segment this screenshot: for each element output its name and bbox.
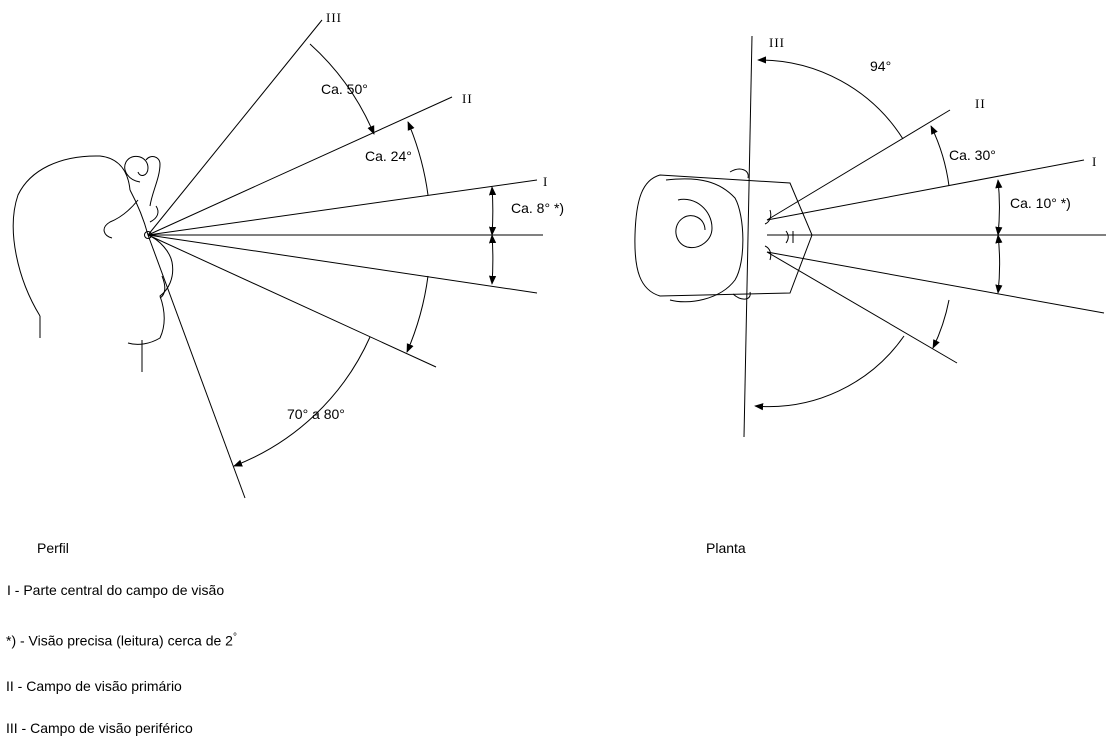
legend-item-ii: II - Campo de visão primário: [6, 678, 182, 694]
profile-angle-i-label: Ca. 8° *): [511, 200, 564, 216]
legend-item-precise: *) - Visão precisa (leitura) cerca de 2°: [6, 632, 237, 649]
plan-label-line-i: I: [1092, 154, 1097, 169]
plan-angle-arcs: [754, 56, 1003, 411]
profile-view: III II I Ca. 50° Ca. 24° Ca. 8° *) 70° a…: [12, 10, 564, 499]
profile-angle-down-label: 70° a 80°: [287, 406, 345, 422]
plan-label-line-ii: II: [975, 96, 986, 111]
profile-sight-lines: [147, 19, 543, 499]
plan-label-line-iii: III: [769, 35, 785, 50]
profile-angle-ii-label: Ca. 24°: [365, 148, 412, 164]
profile-caption: Perfil: [37, 540, 69, 556]
plan-sight-lines: [743, 35, 1106, 438]
visual-field-diagram: III II I Ca. 50° Ca. 24° Ca. 8° *) 70° a…: [12, 10, 1106, 499]
profile-angle-iii-label: Ca. 50°: [321, 81, 368, 97]
plan-caption: Planta: [706, 540, 746, 556]
plan-view: III II I 94° Ca. 30° Ca. 10° *): [634, 35, 1106, 438]
plan-angle-iii-label: 94°: [870, 58, 891, 74]
legend-item-i: I - Parte central do campo de visão: [7, 582, 225, 598]
profile-angle-arcs: [233, 43, 497, 467]
plan-angle-i-label: Ca. 10° *): [1010, 195, 1071, 211]
profile-label-line-i: I: [543, 174, 548, 189]
plan-angle-ii-label: Ca. 30°: [949, 147, 996, 163]
legend-item-iii: III - Campo de visão periférico: [6, 720, 193, 736]
profile-label-line-ii: II: [462, 91, 473, 106]
profile-head-outline: [12, 155, 174, 372]
profile-label-line-iii: III: [326, 10, 342, 25]
